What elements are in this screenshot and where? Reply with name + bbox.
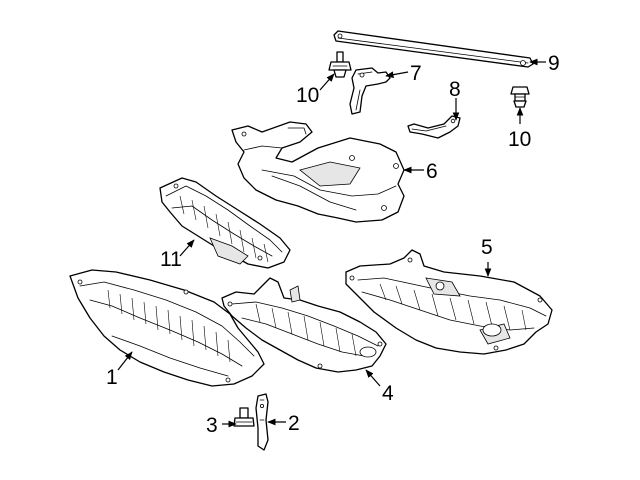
leader-lines [117,58,546,428]
rear-shield-part-5 [345,249,553,355]
bolt-part-10-right [510,86,530,108]
bracket-part-8 [407,115,461,139]
callout-6: 6 [426,160,438,183]
support-bar-part-9 [333,30,534,68]
front-shield-part-1 [69,269,265,387]
callout-5: 5 [481,236,493,259]
side-shield-part-11 [159,177,291,269]
splash-shield-part-6 [231,121,405,223]
callout-11: 11 [160,248,182,271]
callout-9: 9 [548,52,560,75]
callout-2: 2 [288,412,300,435]
bolt-part-3 [233,407,255,427]
callout-7: 7 [410,62,422,85]
callout-10-left: 10 [296,84,319,107]
callout-4: 4 [382,382,394,405]
bracket-part-2 [255,393,269,451]
bolt-part-10-left [328,51,352,78]
center-shield-part-4 [221,277,387,373]
callout-1: 1 [106,366,118,389]
callout-10-right: 10 [508,128,531,151]
callout-8: 8 [449,78,461,101]
bracket-part-7 [349,67,391,115]
callout-3: 3 [206,414,218,437]
